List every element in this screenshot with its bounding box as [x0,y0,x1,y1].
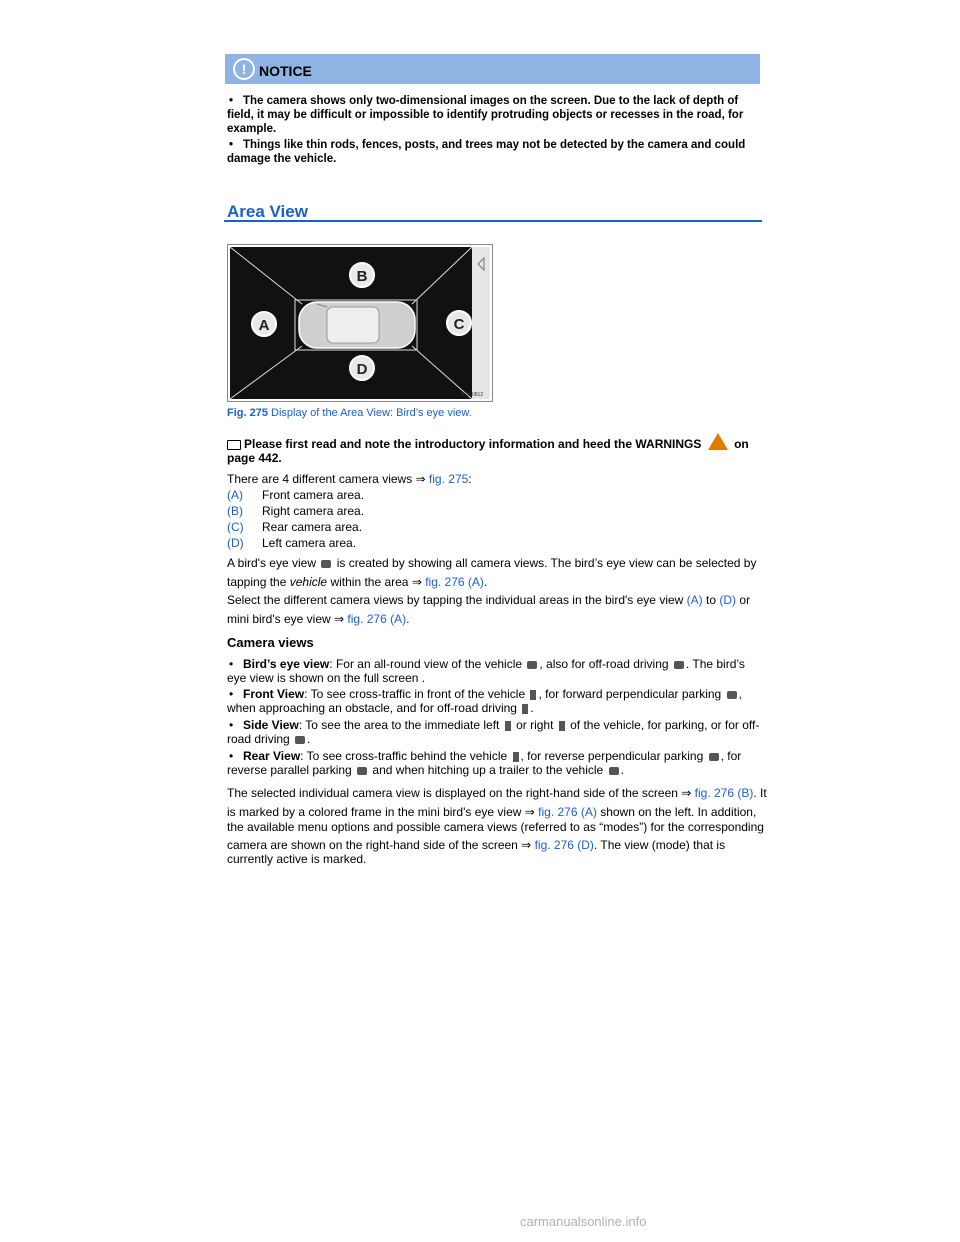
forward-parking-icon [726,690,737,699]
camera-view-item: • Front View: To see cross-traffic in fr… [227,687,742,715]
views-intro: There are 4 different camera views ⇒ fig… [227,472,472,486]
bullet-icon: • [229,718,234,732]
side-right-icon [558,720,565,731]
fig-276a-link[interactable]: fig. 276 (A) [538,805,597,819]
car-icon [298,301,416,349]
label-c: C [454,316,465,333]
fig-275-link[interactable]: fig. 275 [428,472,469,486]
area-item: (C)Rear camera area. [227,520,363,534]
figure-code: B7P-0812 [461,392,483,398]
area-view-figure: B A C D B7P-0812 [227,244,493,402]
birds-eye-view-icon [321,559,332,568]
off-road-icon [673,660,684,669]
section-divider [224,220,762,222]
rear-cross-traffic-icon [512,751,519,762]
birds-eye-icon [527,660,538,669]
label-b: B [357,268,368,285]
label-d: D [357,361,368,378]
warning-triangle-icon [707,433,728,450]
front-cross-traffic-icon [530,689,537,700]
selected-view-paragraph-line5: currently active is marked. [227,852,367,866]
camera-view-item: • Rear View: To see cross-traffic behind… [227,749,742,777]
camera-view-item: • Bird’s eye view: For an all-round view… [227,657,745,685]
bullet-icon: • [229,95,234,107]
reverse-parallel-parking-icon [357,766,368,775]
notice-title: NOTICE [259,63,312,79]
camera-views-title: Camera views [227,635,314,650]
camera-view-item: • Side View: To see the area to the imme… [227,718,760,746]
select-views-paragraph-line2: mini bird's eye view ⇒ fig. 276 (A). [227,612,410,626]
label-a: A [259,317,270,334]
notice-bullet-1: • The camera shows only two-dimensional … [227,95,744,135]
intro-paragraph: Please first read and note the introduct… [227,433,767,465]
book-icon [227,439,241,450]
area-item: (A)Front camera area. [227,488,365,502]
birds-eye-paragraph: A bird's eye view is created by showing … [227,556,757,570]
figure-caption: Fig. 275 Display of the Area View: Bird’… [227,407,472,419]
bullet-icon: • [229,687,234,701]
fig-276a-link[interactable]: fig. 276 (A) [347,612,407,626]
bullet-icon: • [229,139,234,151]
off-road-side-icon [295,735,306,744]
area-item: (D)Left camera area. [227,536,357,550]
fig-276a-link[interactable]: fig. 276 (A) [425,575,484,589]
trailer-hitch-icon [608,766,619,775]
exclamation-icon: ! [233,58,255,80]
reverse-perpendicular-parking-icon [708,752,719,761]
bullet-icon: • [229,657,234,671]
select-views-paragraph: Select the different camera views by tap… [227,593,751,607]
selected-view-paragraph: The selected individual camera view is d… [227,786,767,800]
bullet-icon: • [229,749,234,763]
notice-bullet-2: • Things like thin rods, fences, posts, … [227,139,746,165]
selected-view-paragraph-line4: camera are shown on the right-hand side … [227,838,726,852]
section-title: Area View [227,202,308,221]
birds-eye-paragraph-line2: tapping the vehicle within the area ⇒ fi… [227,575,488,589]
fig-276b-link[interactable]: fig. 276 (B) [694,786,754,800]
area-item: (B)Right camera area. [227,504,365,518]
watermark: carmanualsonline.info [520,1214,647,1229]
selected-view-paragraph-line2: is marked by a colored frame in the mini… [227,805,757,819]
fig-276d-link[interactable]: fig. 276 (D) [534,838,594,852]
selected-view-paragraph-line3: the available menu options and possible … [227,820,764,834]
off-road-front-icon [522,703,529,714]
notice-header: ! NOTICE [225,54,760,84]
side-left-icon [504,720,511,731]
